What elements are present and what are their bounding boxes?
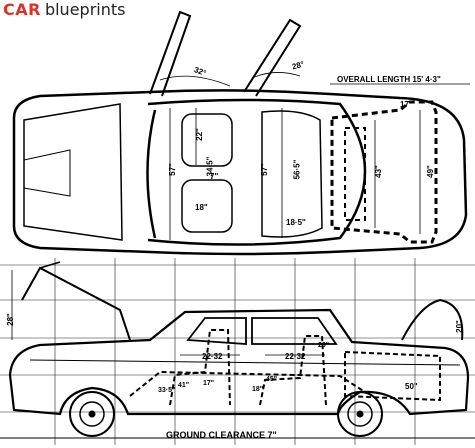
trunk-17-label: 17": [400, 100, 413, 109]
seat-height-label-4: 45": [266, 376, 278, 383]
front-wheel: [69, 391, 115, 437]
rear-seat-width-label: 57": [259, 163, 269, 176]
front-legroom-label: 22·32: [202, 352, 223, 361]
open-door-front: [149, 10, 192, 97]
front-seat-left: [181, 113, 233, 167]
trunk-20-label: 20": [454, 320, 464, 333]
side-trunk-space: [344, 350, 441, 402]
front-seat-right: [181, 179, 233, 233]
front-width-label: 57": [167, 163, 177, 176]
overall-length-label: OVERALL LENGTH 15' 4·3": [337, 75, 441, 84]
trunk-43-label: 43": [373, 165, 383, 178]
top-windshield: [146, 109, 157, 239]
side-body-outline: [8, 308, 470, 416]
top-hood-center: [23, 149, 71, 197]
trunk-inner: [344, 127, 366, 221]
open-door-rear: [243, 18, 302, 97]
carblueprints-logo: CAR blueprints: [3, 0, 125, 22]
side-floor: [129, 370, 366, 397]
side-window-front: [186, 317, 247, 345]
open-trunk-lid: [401, 298, 464, 341]
seat-height-label-1: 41": [178, 382, 190, 389]
side-window-rear: [251, 317, 338, 345]
hood-height-label: 28": [5, 313, 15, 326]
side-rear-seat: [259, 335, 327, 406]
seat-height-label-2: 17": [203, 380, 215, 387]
top-body-outline: [12, 89, 468, 256]
logo-blueprints-text: blueprints: [44, 0, 126, 19]
rear-18-label: 18·5": [286, 218, 306, 227]
front-18-label: 18": [195, 203, 208, 212]
seat-height-label-0: 33·5": [158, 387, 176, 394]
logo-car-text: CAR: [3, 0, 41, 19]
rear-legroom-label: 22·32: [285, 352, 306, 361]
open-hood: [21, 266, 131, 341]
seat-height-label-5: 23": [318, 342, 330, 349]
rear-56-label: 56·5": [292, 159, 302, 180]
front-seat-width-label: 22": [194, 128, 204, 141]
side-front-seat: [169, 329, 231, 406]
trunk-outline: [330, 100, 438, 244]
front-7-label: 7": [210, 172, 219, 181]
trunk-49-label: 49": [425, 165, 435, 178]
top-hood: [23, 103, 123, 241]
rear-wheel: [337, 391, 383, 437]
grid-lines: [0, 258, 475, 445]
side-view: [0, 261, 475, 439]
rear-bench: [261, 110, 323, 238]
top-view: [12, 10, 470, 256]
seat-height-label-6: 50": [405, 382, 418, 391]
seat-height-label-3: 18": [252, 386, 264, 393]
ground-clearance-label: GROUND CLEARANCE 7": [166, 430, 277, 440]
